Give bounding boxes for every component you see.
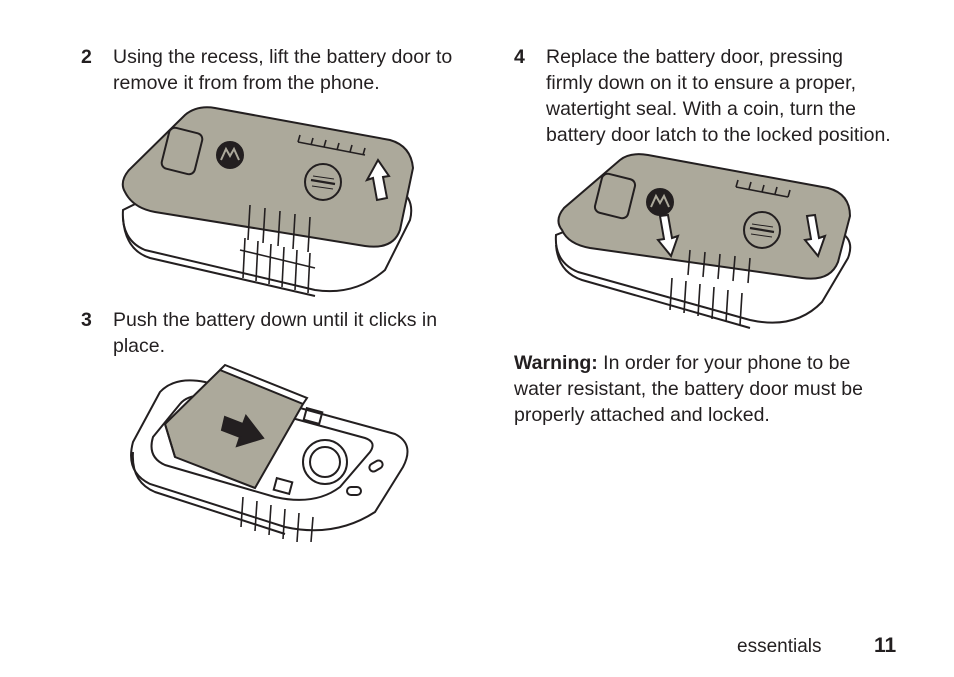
step-text: Replace the battery door, pressing firml… bbox=[546, 46, 891, 146]
step-text: Using the recess, lift the battery door … bbox=[113, 46, 453, 94]
warning-line-3: properly attached and locked. bbox=[514, 404, 770, 426]
step-text: Push the battery down until it clicks in… bbox=[113, 309, 438, 357]
warning-note: Warning: In order for your phone to be w… bbox=[514, 350, 894, 428]
step-number: 3 bbox=[81, 309, 92, 331]
step-number: 4 bbox=[514, 46, 525, 68]
section-name: essentials bbox=[737, 636, 822, 657]
warning-label: Warning: bbox=[514, 352, 598, 374]
warning-line-1: In order for your phone to be bbox=[597, 352, 851, 374]
warning-line-2: water resistant, the battery door must b… bbox=[514, 378, 864, 400]
illustration-lift-battery-door bbox=[121, 106, 415, 297]
illustration-replace-battery-door bbox=[554, 153, 852, 329]
illustration-insert-battery bbox=[130, 363, 409, 542]
page-number: 11 bbox=[874, 634, 897, 657]
step-number: 2 bbox=[81, 46, 92, 68]
